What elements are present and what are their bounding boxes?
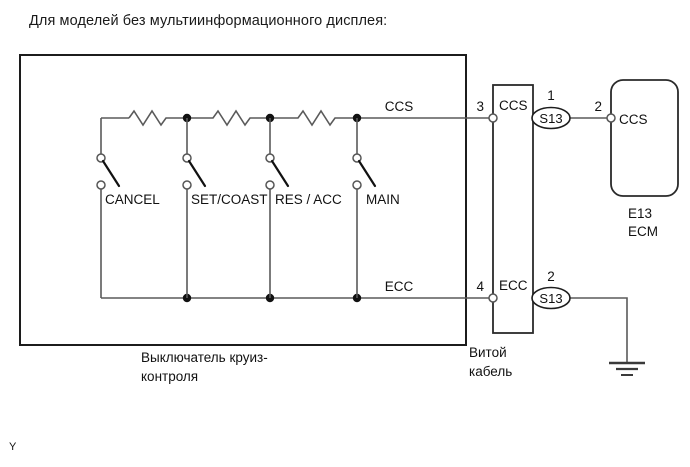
- switch-unit-caption-line1: Выключатель круиз-: [141, 350, 268, 365]
- switch-branch-set-coast: SET/COAST: [182, 118, 268, 298]
- resistor-3: [270, 109, 357, 127]
- ecm-pin-number: 2: [594, 99, 602, 114]
- connector-s13-lower-pin: 2: [547, 269, 555, 284]
- cable-terminal-ecc: [488, 293, 498, 303]
- cable-pin-number-3: 3: [476, 99, 484, 114]
- setcoast-switch-lever: [187, 159, 207, 188]
- ecm-name: ECM: [628, 224, 658, 239]
- connector-s13-lower-label: S13: [539, 291, 562, 306]
- spiral-cable-caption-line2: кабель: [469, 364, 512, 379]
- resistor-1: [128, 109, 187, 127]
- switch-branch-main: MAIN: [352, 118, 400, 298]
- resistor-2: [187, 109, 270, 127]
- cancel-contact-lower: [96, 180, 106, 190]
- page-title: Для моделей без мультиинформационного ди…: [29, 13, 388, 29]
- resacc-contact-lower: [265, 180, 275, 190]
- ecm-code: E13: [628, 206, 652, 221]
- ecm-terminal-ccs: [606, 113, 616, 123]
- ground-icon: [609, 361, 645, 376]
- setcoast-contact-lower: [182, 180, 192, 190]
- cancel-switch-lever: [101, 159, 121, 188]
- switch-unit-enclosure: [19, 54, 467, 346]
- connector-s13-upper-label: S13: [539, 111, 562, 126]
- connector-s13-upper: [531, 106, 571, 130]
- switch-unit-caption-line2: контроля: [141, 369, 198, 384]
- main-contact-lower: [352, 180, 362, 190]
- signal-label-ecc: ECC: [385, 279, 414, 294]
- switch-label-set-coast: SET/COAST: [191, 192, 268, 207]
- cable-pin-number-4: 4: [476, 279, 484, 294]
- connector-s13-lower: [531, 286, 571, 310]
- main-switch-lever: [357, 159, 377, 188]
- ecm-terminal-label: CCS: [619, 112, 648, 127]
- spiral-cable-block: [492, 84, 534, 334]
- switch-branch-cancel: CANCEL: [96, 118, 160, 298]
- switch-label-cancel: CANCEL: [105, 192, 160, 207]
- switch-branch-res-acc: RES / ACC: [265, 118, 342, 298]
- cable-terminal-label-ecc: ECC: [499, 278, 528, 293]
- signal-label-ccs: CCS: [385, 99, 414, 114]
- connector-s13-upper-pin: 1: [547, 88, 555, 103]
- spiral-cable-caption-line1: Витой: [469, 345, 507, 360]
- cable-terminal-ccs: [488, 113, 498, 123]
- switch-label-res-acc: RES / ACC: [275, 192, 342, 207]
- ecm-box: [610, 79, 679, 197]
- cable-terminal-label-ccs: CCS: [499, 98, 528, 113]
- resacc-switch-lever: [270, 159, 290, 188]
- corner-mark: Y: [9, 441, 17, 453]
- switch-label-main: MAIN: [366, 192, 400, 207]
